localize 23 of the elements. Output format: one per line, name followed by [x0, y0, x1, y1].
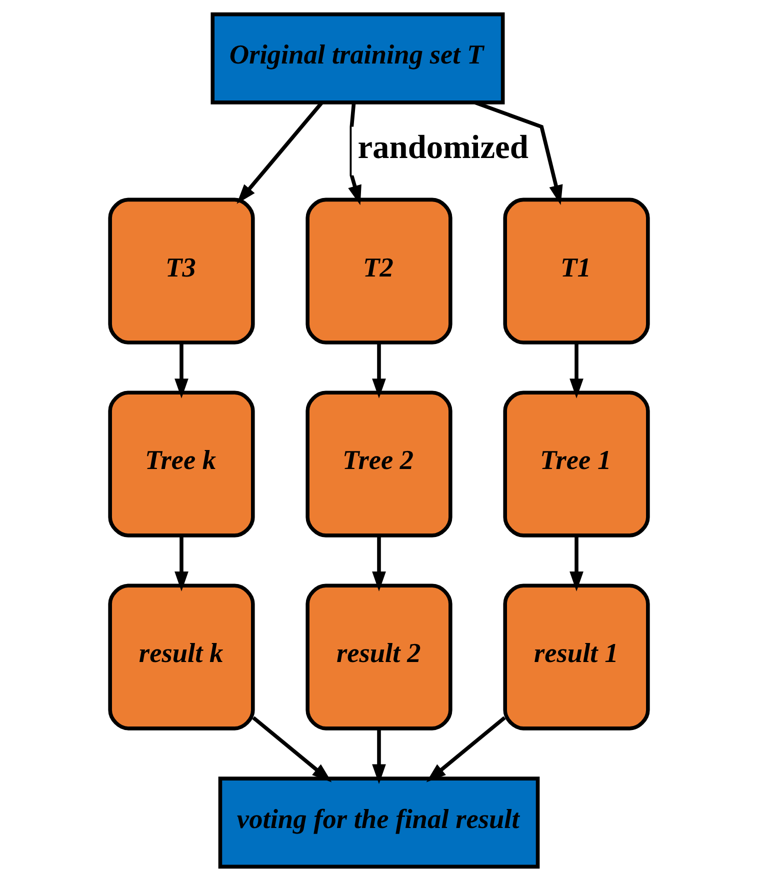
node-box: Original training set T [210, 12, 504, 104]
node-box: result 1 [502, 584, 650, 730]
arrow [426, 716, 506, 782]
arrow [372, 536, 386, 592]
node-box: Tree k [108, 390, 254, 538]
node-box: voting for the final result [218, 776, 540, 869]
node-box: T1 [502, 198, 650, 344]
arrow [236, 102, 323, 204]
arrow [174, 342, 188, 398]
arrow [372, 728, 386, 784]
node-box: T3 [108, 198, 254, 344]
arrow [569, 536, 583, 592]
arrow [174, 536, 188, 592]
arrow [252, 716, 332, 782]
arrow [569, 342, 583, 398]
node-box: Tree 1 [502, 390, 650, 538]
arrow [372, 342, 386, 398]
node-box: T2 [305, 198, 452, 344]
edge-label: randomized [357, 129, 528, 166]
node-box: result 2 [305, 584, 452, 730]
node-box: Tree 2 [305, 390, 452, 538]
arrow [348, 102, 361, 206]
node-box: result k [108, 584, 254, 730]
